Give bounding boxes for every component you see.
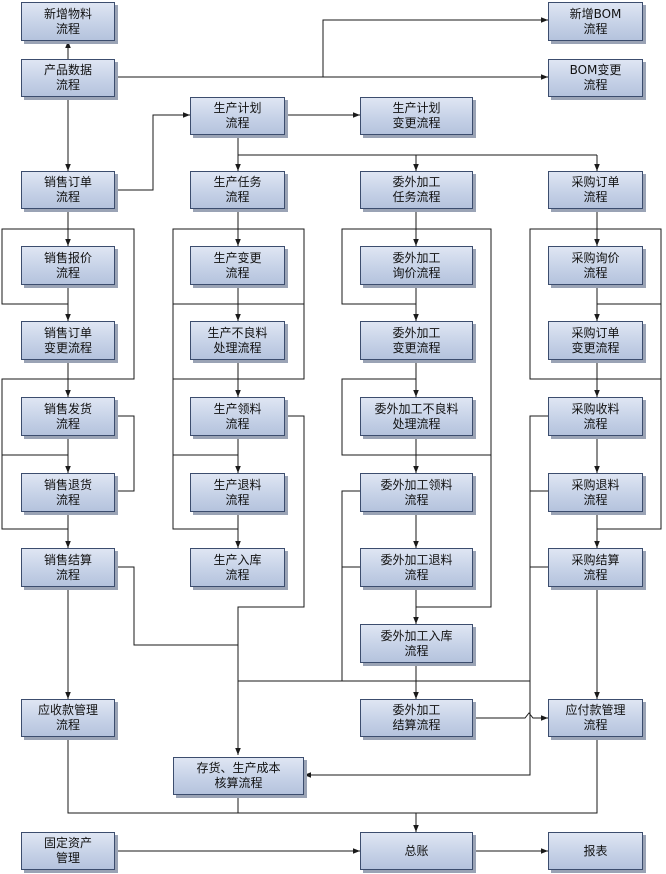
node-label: 存货、生产成本 核算流程 [196, 761, 281, 790]
node-general-ledger[interactable]: 总账 [360, 832, 473, 870]
node-production-pick[interactable]: 生产领料 流程 [190, 397, 285, 436]
node-label: 销售报价 流程 [43, 250, 92, 280]
node-reports[interactable]: 报表 [548, 832, 643, 870]
node-sales-settle[interactable]: 销售结算 流程 [21, 548, 115, 587]
node-label: 委外加工 变更流程 [392, 325, 441, 355]
node-production-return[interactable]: 生产退料 流程 [190, 473, 285, 512]
node-sales-delivery[interactable]: 销售发货 流程 [21, 397, 115, 436]
node-label: 委外加工不良料 处理流程 [374, 401, 459, 431]
node-outsource-defect[interactable]: 委外加工不良料 处理流程 [360, 397, 473, 436]
node-production-inbound[interactable]: 生产入库 流程 [190, 548, 285, 587]
node-label: 委外加工 结算流程 [392, 703, 441, 732]
node-label: 委外加工 任务流程 [392, 175, 441, 204]
node-label: 产品数据 流程 [43, 63, 92, 92]
node-new-material[interactable]: 新增物料 流程 [21, 2, 115, 41]
node-label: 总账 [404, 843, 429, 858]
node-label: 委外加工领料 流程 [380, 477, 453, 507]
node-label: 委外加工 询价流程 [392, 250, 441, 280]
node-sales-quote[interactable]: 销售报价 流程 [21, 246, 115, 285]
node-production-plan[interactable]: 生产计划 流程 [190, 97, 285, 135]
node-label: 报表 [583, 843, 608, 858]
node-payable[interactable]: 应付款管理 流程 [548, 699, 643, 737]
node-label: 新增BOM 流程 [569, 6, 622, 36]
node-inventory-cost[interactable]: 存货、生产成本 核算流程 [173, 757, 304, 795]
node-purchase-receive[interactable]: 采购收料 流程 [548, 397, 643, 436]
node-label: 销售结算 流程 [43, 552, 92, 582]
node-label: 销售发货 流程 [43, 401, 92, 431]
node-purchase-order-change[interactable]: 采购订单 变更流程 [548, 321, 643, 360]
node-outsource-return[interactable]: 委外加工退料 流程 [360, 548, 473, 587]
node-label: 生产退料 流程 [213, 477, 262, 507]
node-production-defect[interactable]: 生产不良料 处理流程 [190, 321, 285, 360]
node-label: 生产任务 流程 [213, 175, 262, 204]
node-purchase-return[interactable]: 采购退料 流程 [548, 473, 643, 512]
node-new-bom[interactable]: 新增BOM 流程 [548, 2, 643, 41]
node-outsource-inquiry[interactable]: 委外加工 询价流程 [360, 246, 473, 285]
node-outsource-change[interactable]: 委外加工 变更流程 [360, 321, 473, 360]
node-production-task[interactable]: 生产任务 流程 [190, 171, 285, 209]
node-outsource-inbound[interactable]: 委外加工入库 流程 [360, 624, 473, 663]
node-label: 采购订单 变更流程 [571, 325, 620, 355]
node-label: 销售订单 流程 [43, 175, 92, 204]
node-label: 委外加工入库 流程 [380, 628, 453, 658]
node-sales-order-change[interactable]: 销售订单 变更流程 [21, 321, 115, 360]
node-purchase-settle[interactable]: 采购结算 流程 [548, 548, 643, 587]
node-label: 采购退料 流程 [571, 477, 620, 507]
node-label: 委外加工退料 流程 [380, 552, 453, 582]
node-label: 新增物料 流程 [43, 6, 92, 36]
node-outsource-task[interactable]: 委外加工 任务流程 [360, 171, 473, 209]
node-label: BOM变更 流程 [569, 63, 622, 92]
node-label: 采购订单 流程 [571, 175, 620, 204]
node-label: 销售退货 流程 [43, 477, 92, 507]
node-label: 应收款管理 流程 [37, 703, 98, 732]
node-label: 销售订单 变更流程 [43, 325, 92, 355]
node-label: 生产领料 流程 [213, 401, 262, 431]
node-label: 固定资产 管理 [43, 836, 92, 865]
node-label: 采购收料 流程 [571, 401, 620, 431]
node-sales-order[interactable]: 销售订单 流程 [21, 171, 115, 209]
node-purchase-order[interactable]: 采购订单 流程 [548, 171, 643, 209]
node-production-change[interactable]: 生产变更 流程 [190, 246, 285, 285]
node-label: 采购结算 流程 [571, 552, 620, 582]
node-bom-change[interactable]: BOM变更 流程 [548, 59, 643, 97]
node-label: 生产计划 流程 [213, 101, 262, 130]
node-purchase-inquiry[interactable]: 采购询价 流程 [548, 246, 643, 285]
node-sales-return[interactable]: 销售退货 流程 [21, 473, 115, 512]
node-outsource-settle[interactable]: 委外加工 结算流程 [360, 699, 473, 737]
node-production-plan-change[interactable]: 生产计划 变更流程 [360, 97, 473, 135]
node-fixed-assets[interactable]: 固定资产 管理 [21, 832, 115, 870]
node-label: 生产变更 流程 [213, 250, 262, 280]
node-label: 生产入库 流程 [213, 552, 262, 582]
node-product-data[interactable]: 产品数据 流程 [21, 59, 115, 97]
node-outsource-pick[interactable]: 委外加工领料 流程 [360, 473, 473, 512]
node-label: 应付款管理 流程 [565, 703, 626, 732]
node-label: 生产计划 变更流程 [392, 101, 441, 130]
node-label: 采购询价 流程 [571, 250, 620, 280]
node-label: 生产不良料 处理流程 [207, 325, 268, 355]
node-receivable[interactable]: 应收款管理 流程 [21, 699, 115, 737]
